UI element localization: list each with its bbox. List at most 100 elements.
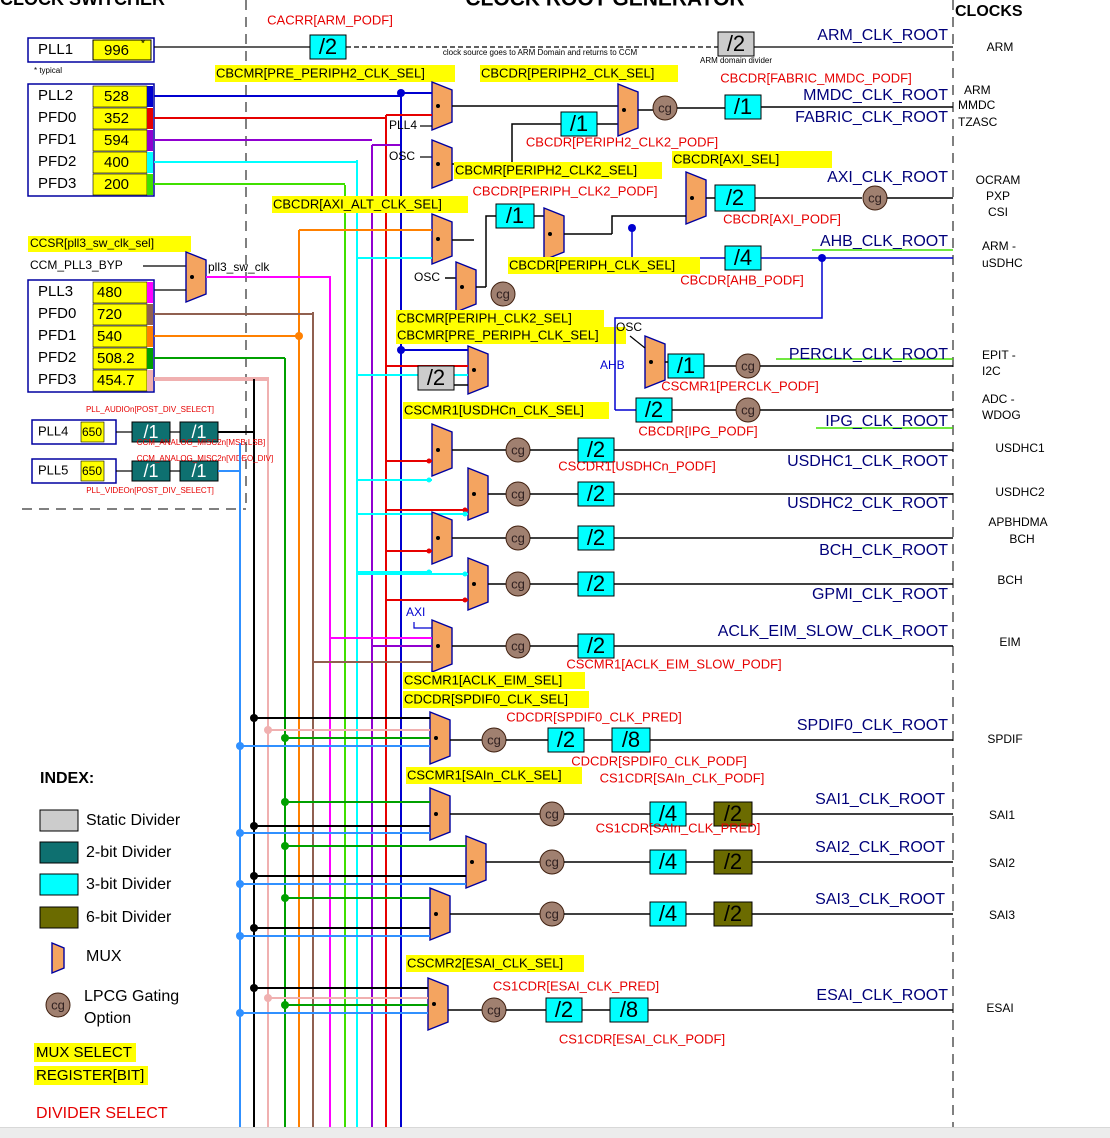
mux-dot (622, 108, 626, 112)
mux-dot (436, 644, 440, 648)
cg-label: cg (741, 402, 755, 417)
periph-clk2-podf-divider (495, 203, 535, 229)
mux-select-register: CBCDR[AXI_ALT_CLK_SEL] (273, 196, 442, 211)
pll2-group-value: 528 (104, 88, 129, 105)
mux-select-register: CBCMR[PERIPH2_CLK2_SEL] (455, 162, 637, 177)
pll3-group-name: PFD1 (38, 327, 76, 344)
dest-epit: EPIT - (982, 348, 1016, 362)
wire (485, 215, 496, 287)
pll5-name: PLL5 (38, 462, 68, 477)
mux-dot (649, 360, 653, 364)
cg-label: cg (51, 997, 65, 1012)
osc-input-label: OSC (389, 149, 415, 163)
mux-dot (472, 582, 476, 586)
pll4-name: PLL4 (38, 423, 68, 438)
pll1-star: * (141, 39, 145, 50)
pll2-group-name: PLL2 (38, 87, 73, 104)
pll5-misc2-register: CCM_ANALOG_MISC2n[VIDEO_DIV] (137, 454, 273, 463)
pll2-group-name: PFD3 (38, 175, 76, 192)
header-clock-switcher: CLOCK SWITCHER (0, 0, 165, 9)
dest-arm-2: ARM (964, 83, 991, 97)
dest-usdhc1: USDHC1 (995, 441, 1045, 455)
sai1-pred-divider-label: /4 (659, 801, 677, 826)
mux-shape (431, 80, 453, 132)
pll2-group-value: 200 (104, 176, 129, 193)
dest-spdif: SPDIF (987, 732, 1022, 746)
mux-select-register: CSCMR1[USDHCn_CLK_SEL] (404, 402, 584, 417)
arm-domain-divider-label: ARM domain divider (700, 56, 772, 65)
sai1-podf-divider (713, 801, 753, 827)
junction-dot (281, 1001, 289, 1009)
header-clocks: CLOCKS (955, 3, 1023, 20)
legend-mux-select-2: REGISTER[BIT] (36, 1067, 144, 1084)
pll1-value: 996 (104, 42, 129, 59)
pll2-group-color-tab (147, 108, 153, 129)
pll1-value-box (92, 39, 152, 61)
pll2-group-color-tab (147, 174, 153, 195)
spdif0-clk-root: SPDIF0_CLK_ROOT (797, 717, 948, 734)
dest-bch-2: BCH (997, 573, 1022, 587)
legend-mux-shape (51, 941, 65, 975)
legend-mux-select-1: MUX SELECT (36, 1044, 132, 1061)
mux-shape (685, 170, 707, 226)
arm-podf-divider (309, 34, 347, 60)
pll4-value-box (80, 421, 105, 443)
spdif-pred-divider (547, 727, 585, 753)
pll2-group-value: 594 (104, 132, 129, 149)
mux-dot (436, 162, 440, 166)
axi-clk-root: AXI_CLK_ROOT (827, 169, 948, 186)
mux-shape (431, 510, 453, 566)
mux-select-register: CSCMR2[ESAI_CLK_SEL] (407, 955, 563, 970)
dest-adc: ADC - (982, 392, 1015, 406)
bch-divider-label: /2 (587, 525, 605, 550)
mux-select-register: CBCMR[PRE_PERIPH2_CLK_SEL] (216, 65, 425, 80)
pll3-group-color-tab (147, 282, 153, 303)
usdhc2-clk-root: USDHC2_CLK_ROOT (787, 495, 948, 512)
arrow-dot (462, 571, 468, 577)
dest-wdog: WDOG (982, 408, 1021, 422)
pll3-group-value: 720 (97, 306, 122, 323)
pre-periph-static-divider (417, 365, 455, 391)
mux-shape (431, 212, 453, 266)
pll4-input-label: PLL4 (389, 118, 417, 132)
usdhc1-divider (577, 437, 615, 463)
horizontal-scrollbar[interactable] (0, 1127, 1110, 1138)
arm-clk-root: ARM_CLK_ROOT (817, 27, 948, 44)
pll2-group-name: PFD0 (38, 109, 76, 126)
mux-shape (467, 556, 489, 612)
legend-2bit-label: 2-bit Divider (86, 844, 172, 861)
cg-gate (45, 992, 71, 1018)
junction-dot (250, 984, 258, 992)
mux-dot (434, 812, 438, 816)
register-highlight (34, 1043, 136, 1062)
gpmi-clk-root: GPMI_CLK_ROOT (812, 586, 948, 603)
legend-3bit-label: 3-bit Divider (86, 876, 172, 893)
bch-clk-root: BCH_CLK_ROOT (819, 542, 948, 559)
pll4-to-bus (218, 378, 255, 433)
perclk-podf-divider-label: /1 (677, 353, 695, 378)
arrow-dot (426, 477, 432, 483)
fabric-clk-root: FABRIC_CLK_ROOT (795, 109, 948, 126)
esai-pred-divider (545, 997, 583, 1023)
mux-shape (455, 260, 477, 314)
mux-dot (436, 104, 440, 108)
junction-dot (236, 1009, 244, 1017)
dest-esai: ESAI (986, 1001, 1013, 1015)
ccsr-register: CCSR[pll3_sw_clk_sel] (30, 236, 154, 250)
pll4-misc2-register: CCM_ANALOG_MISC2n[MSB:LSB] (137, 438, 265, 447)
junction-dot (264, 726, 272, 734)
aclk-eim-podf-divider-label: /2 (587, 633, 605, 658)
pll2-group-name: PFD1 (38, 131, 76, 148)
ipg-podf-divider-label: /2 (645, 397, 663, 422)
mux-dot (472, 368, 476, 372)
sai3-podf-divider (713, 901, 753, 927)
usdhc1-divider-label: /2 (587, 437, 605, 462)
junction-dot (236, 932, 244, 940)
mux-dot (690, 196, 694, 200)
mux-shape (429, 710, 451, 766)
perclk-podf-register: CSCMR1[PERCLK_PODF] (661, 378, 818, 393)
register-highlight (403, 672, 585, 689)
wire (511, 123, 561, 164)
pll2-group-value: 400 (104, 154, 129, 171)
mux-shape (617, 82, 639, 138)
